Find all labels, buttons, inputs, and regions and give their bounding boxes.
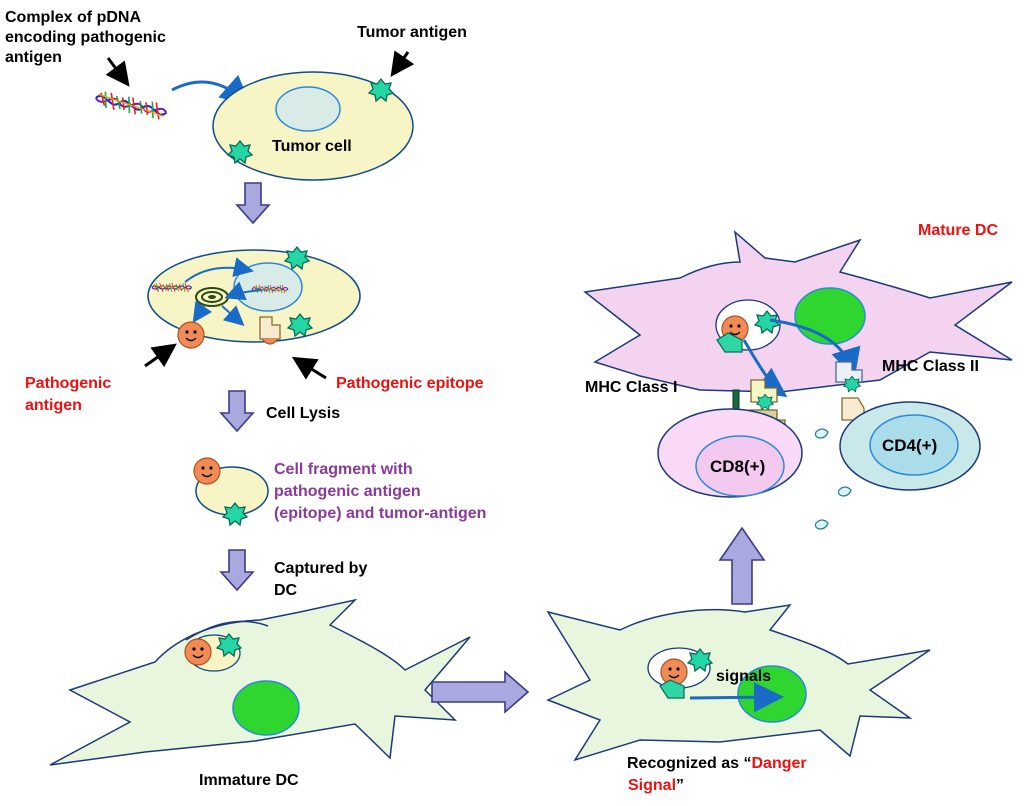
pdna-complex-label-line2: encoding pathogenic	[5, 29, 166, 46]
cell-fragment-section: Cell fragment with pathogenic antigen (e…	[193, 457, 486, 526]
signals-arrow	[689, 682, 784, 713]
down-arrow-1	[236, 182, 270, 224]
mature-dc-label: Mature DC	[918, 222, 998, 239]
mhc-class-ii-complex	[835, 361, 865, 421]
cell-fragment-label-line1: Cell fragment with	[274, 461, 413, 478]
pdna-complex-label-line1: Complex of pDNA	[5, 9, 141, 26]
tumor-cell-label: Tumor cell	[272, 138, 352, 155]
down-arrow-3	[220, 549, 254, 591]
pathogenic-antigen-pointer	[144, 343, 177, 368]
cd8-nucleus	[695, 435, 785, 497]
cd4-nucleus	[869, 414, 959, 476]
cd4-label: CD4(+)	[882, 436, 937, 455]
recognized-dc-cell	[546, 603, 931, 762]
captured-by-label-line1: Captured by	[274, 560, 367, 577]
tumor-cell-nucleus	[275, 86, 341, 132]
mhc-class-ii-label: MHC Class II	[882, 358, 979, 375]
captured-by-label-line2: DC	[274, 582, 298, 599]
mature-dc-nucleus	[794, 287, 866, 345]
tumor-antigen-pointer	[390, 50, 415, 77]
tumor-antigen-label: Tumor antigen	[357, 24, 467, 41]
epitope-route-arrow	[221, 305, 245, 326]
cell-fragment-label-line2: pathogenic antigen	[274, 483, 421, 500]
mhc-class-i-label: MHC Class I	[585, 379, 677, 396]
receptor-icon	[716, 332, 743, 353]
up-arrow	[718, 526, 766, 605]
down-arrow-2	[220, 390, 254, 432]
ribosome-core	[208, 295, 216, 299]
receptor-icon	[659, 679, 685, 699]
top-section: Complex of pDNA encoding pathogenic anti…	[5, 9, 467, 181]
pathogenic-antigen-icon	[177, 321, 205, 349]
pathogenic-antigen-icon	[184, 638, 212, 666]
expression-arrow	[184, 257, 254, 283]
mhc-epitope-icon	[259, 316, 281, 345]
mhc1-presentation-arrow	[742, 339, 788, 398]
immature-dc-nucleus	[232, 680, 300, 736]
pathogenic-antigen-label-line2: antigen	[25, 397, 82, 414]
recognized-label-line2: Signal”	[628, 777, 684, 794]
cell-fragment-label-line3: (epitope) and tumor-antigen	[274, 505, 486, 522]
pathogenic-antigen-icon	[193, 457, 221, 485]
pathogenic-antigen-label-line1: Pathogenic	[25, 375, 111, 392]
cd8-label: CD8(+)	[710, 457, 765, 476]
dc-pseudopod	[185, 620, 269, 641]
mature-dc-section: CD8(+) CD4(+) Mature DC MHC Class I MHC …	[583, 222, 1013, 530]
pathogenic-epitope-pointer	[291, 356, 327, 380]
signals-label: signals	[716, 668, 771, 685]
recognized-label-line1-prefix: Recognized as “Danger	[627, 755, 807, 772]
antigen-route-arrow	[192, 300, 213, 323]
recognized-dc-section: signals Recognized as “Danger Signal”	[546, 603, 931, 794]
immature-dc-label: Immature DC	[199, 772, 299, 789]
immature-dc-section: Immature DC	[49, 598, 471, 789]
transcription-arrow	[224, 281, 263, 301]
pathogenic-epitope-label: Pathogenic epitope	[336, 375, 484, 392]
cell-lysis-label: Cell Lysis	[266, 405, 340, 422]
pdna-complex-icon	[93, 88, 170, 122]
cytokine-fragments	[814, 428, 852, 530]
right-arrow	[431, 670, 530, 714]
pdna-pointer-arrow	[105, 57, 130, 87]
pdna-complex-label-line3: antigen	[5, 49, 62, 66]
transfected-cell-section: Pathogenic antigen Pathogenic epitope	[25, 246, 484, 414]
